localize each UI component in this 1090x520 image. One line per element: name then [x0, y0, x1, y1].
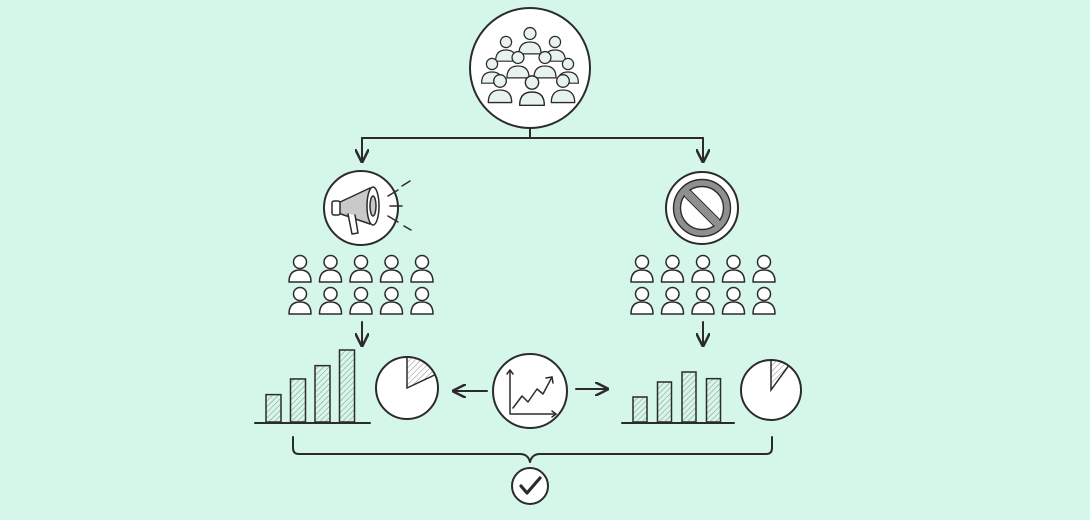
pie-slice: [770, 359, 790, 393]
bar: [289, 378, 307, 423]
bar: [656, 381, 673, 423]
person-icon: [721, 254, 746, 283]
merge-brace: [292, 436, 773, 463]
bar: [632, 396, 648, 423]
person-icon: [691, 286, 715, 315]
person-icon: [630, 254, 654, 283]
person-icon: [349, 254, 373, 283]
bar: [338, 349, 356, 423]
person-icon: [379, 286, 404, 315]
person-icon: [660, 286, 685, 315]
person-icon: [752, 286, 776, 315]
split-connector: [362, 127, 703, 160]
prohibited-icon: [672, 178, 732, 238]
pie-slice: [406, 356, 437, 390]
conclusion-node: [511, 467, 549, 505]
population-node: [469, 7, 591, 129]
exposed-bar-chart-icon: [265, 349, 356, 423]
control-bar-chart-icon: [632, 371, 722, 423]
trend-chart-icon: [506, 369, 557, 418]
crowd-icon: [480, 26, 580, 107]
person-icon: [288, 254, 312, 283]
exposed-group-people: [288, 254, 434, 315]
megaphone-icon: [331, 180, 412, 235]
bar: [705, 377, 722, 423]
person-icon: [752, 254, 776, 283]
exposed-pie-chart-icon: [375, 356, 439, 420]
person-icon: [318, 254, 343, 283]
bar: [265, 393, 282, 423]
person-icon: [379, 254, 404, 283]
exposed-results: [254, 349, 439, 424]
analysis-node: [492, 353, 568, 429]
bar: [314, 364, 331, 423]
person-icon: [660, 254, 685, 283]
person-icon: [318, 286, 343, 315]
checkmark-icon: [519, 476, 542, 495]
person-icon: [288, 286, 312, 315]
bar: [681, 371, 697, 423]
control-group-people: [630, 254, 776, 315]
person-icon: [691, 254, 715, 283]
control-pie-chart-icon: [740, 359, 802, 421]
person-icon: [349, 286, 373, 315]
person-icon: [410, 286, 434, 315]
control-results: [621, 359, 802, 424]
person-icon: [410, 254, 434, 283]
person-icon: [721, 286, 746, 315]
person-icon: [630, 286, 654, 315]
exposed-group-node: [323, 170, 412, 246]
control-group-node: [665, 171, 739, 245]
